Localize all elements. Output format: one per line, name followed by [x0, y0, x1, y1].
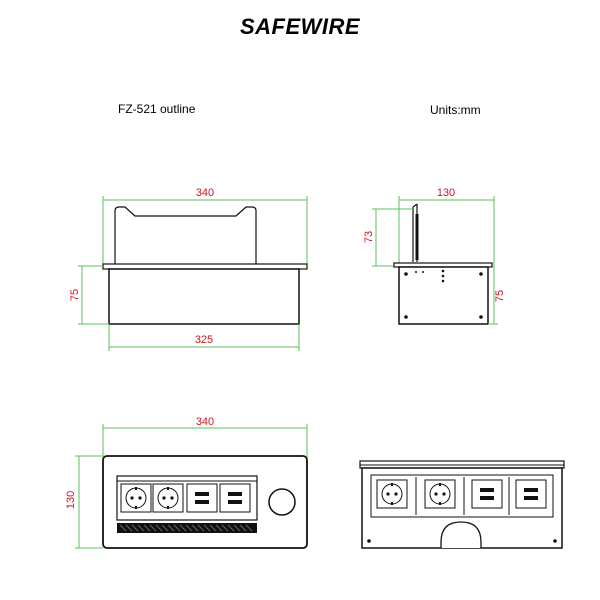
cable-brush-strip — [117, 523, 257, 533]
top-view: 340 130 — [65, 416, 308, 549]
dim-text-side-body-height: 75 — [494, 290, 506, 302]
dim-text-front-bottom-width: 325 — [195, 334, 213, 346]
front-view: 340 75 325 — [69, 187, 308, 351]
dim-text-front-width: 340 — [196, 187, 214, 199]
body-box — [108, 268, 300, 325]
model-label: FZ-521 outline — [118, 102, 196, 116]
dim-top-depth-130: 130 — [65, 455, 103, 549]
cable-notch — [440, 521, 482, 548]
usb-dual-port-icon — [219, 483, 251, 513]
schuko-socket-icon — [376, 479, 408, 509]
dim-text-side-lid-height: 73 — [363, 231, 375, 243]
dim-front-height-75: 75 — [69, 265, 109, 325]
usb-dual-port-icon — [186, 483, 218, 513]
panel-view — [359, 460, 565, 549]
dim-side-lid-height-73: 73 — [363, 208, 413, 267]
brand-title: SAFEWIRE — [239, 14, 361, 39]
dim-side-depth-130: 130 — [398, 187, 495, 266]
dim-top-width-340: 340 — [102, 416, 308, 458]
units-label: Units:mm — [430, 103, 481, 117]
dim-text-top-depth: 130 — [65, 491, 77, 509]
dim-side-body-height-75: 75 — [488, 266, 506, 325]
dim-text-top-width: 340 — [196, 416, 214, 428]
dim-front-width-340: 340 — [102, 187, 308, 264]
round-grommet-icon — [268, 488, 296, 516]
dim-text-side-depth: 130 — [437, 187, 455, 199]
side-view: 130 73 75 — [363, 187, 506, 325]
dim-text-front-height: 75 — [69, 289, 81, 301]
schuko-socket-icon — [120, 483, 152, 513]
schuko-socket-icon — [424, 479, 456, 509]
lid-outline — [114, 206, 257, 265]
schuko-socket-icon — [152, 483, 184, 513]
usb-dual-port-icon — [471, 479, 503, 509]
dim-front-width-325: 325 — [108, 324, 300, 351]
usb-dual-port-icon — [515, 479, 547, 509]
